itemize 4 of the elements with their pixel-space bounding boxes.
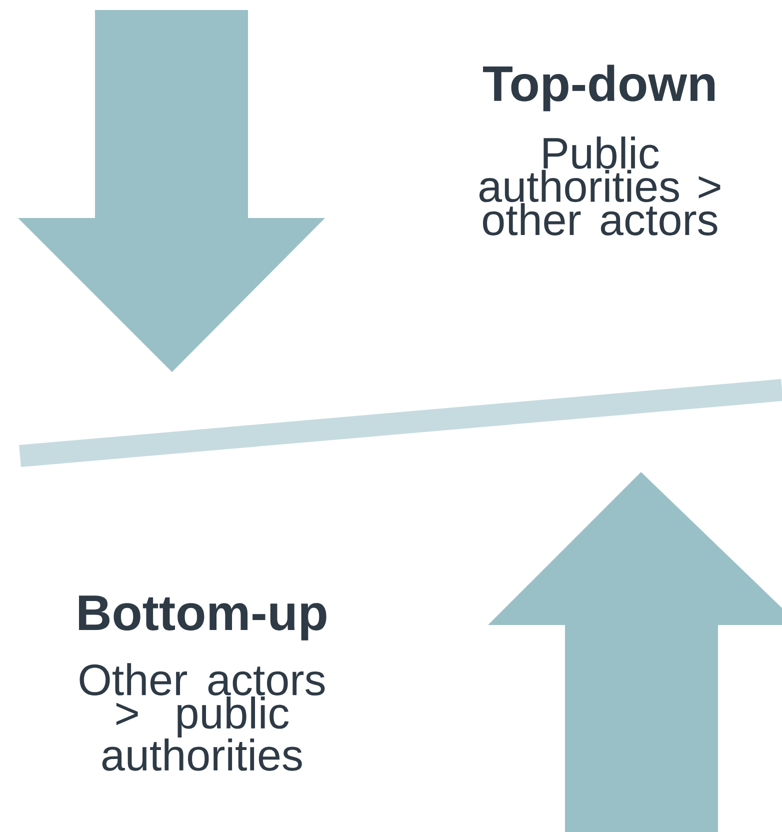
description-text: Public authorities > other actors bbox=[479, 136, 720, 236]
description-text: Other actors > public authorities bbox=[80, 663, 325, 771]
heading: Bottom-up bbox=[79, 596, 326, 640]
heading: Top-down bbox=[483, 64, 714, 112]
